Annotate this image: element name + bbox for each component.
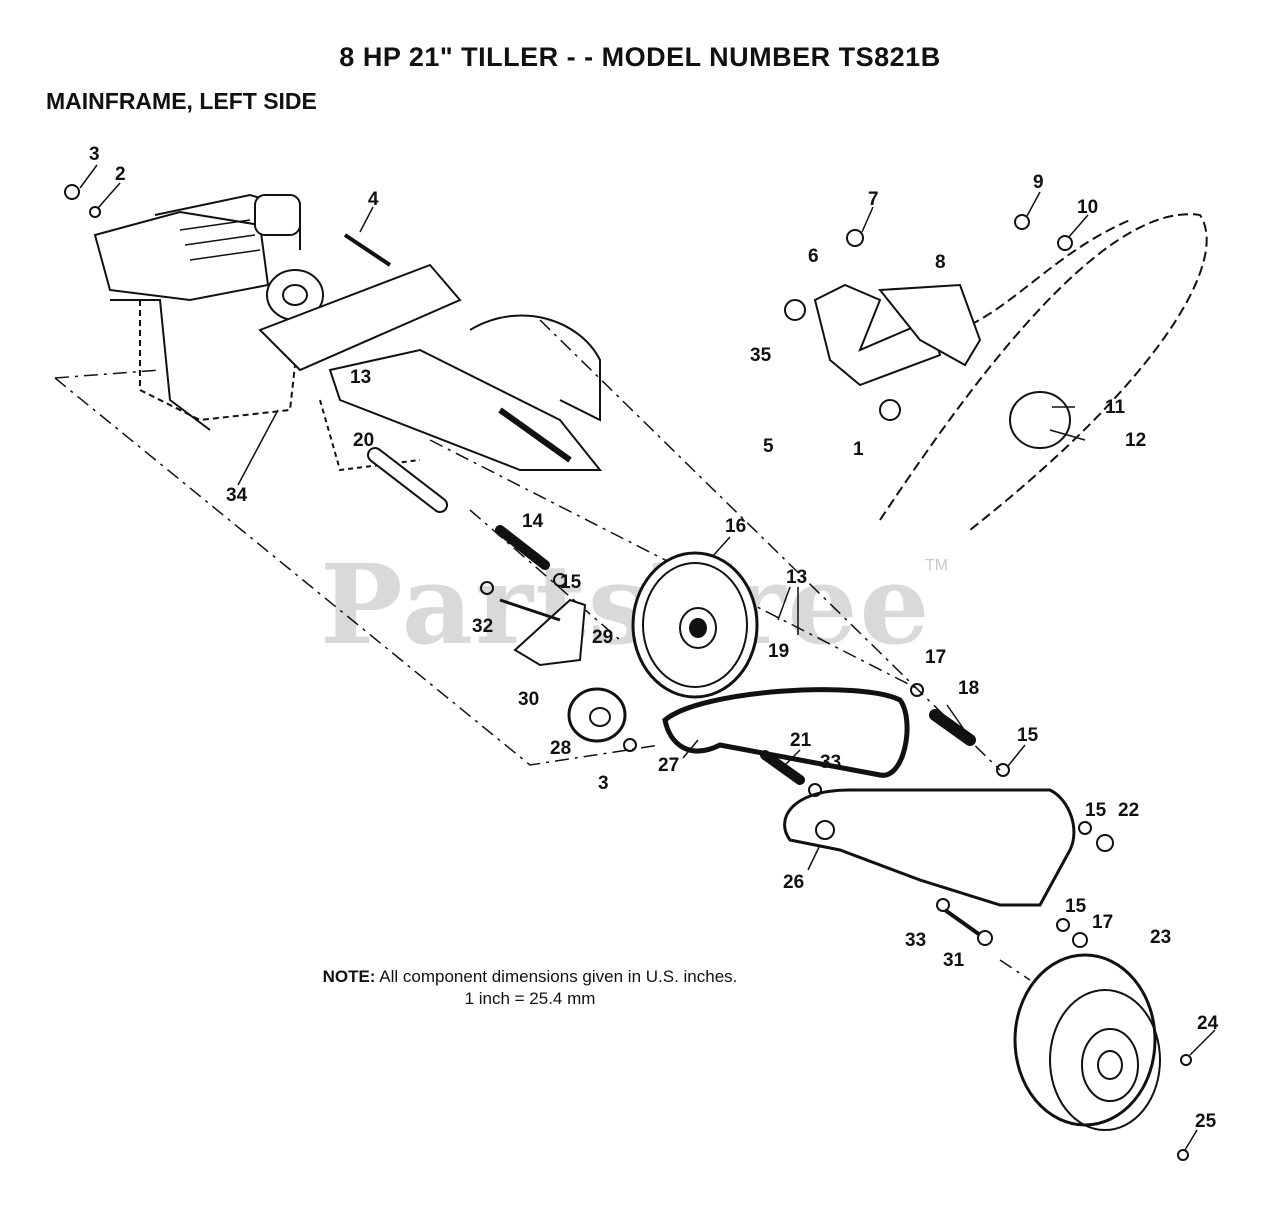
callout: 20 bbox=[353, 430, 374, 451]
callout: 21 bbox=[790, 730, 812, 751]
shafts bbox=[343, 233, 976, 785]
callout: 18 bbox=[958, 678, 979, 699]
callout: 4 bbox=[368, 189, 379, 210]
note-line1: All component dimensions given in U.S. i… bbox=[379, 967, 738, 986]
callout: 3 bbox=[89, 144, 100, 165]
callout: 34 bbox=[226, 485, 248, 506]
callout: 2 bbox=[115, 164, 126, 185]
callout: 17 bbox=[1092, 912, 1113, 933]
watermark-tm: TM bbox=[925, 557, 949, 574]
mainframe bbox=[258, 263, 603, 472]
callout: 27 bbox=[658, 755, 679, 776]
drive-belt bbox=[662, 687, 910, 778]
callout: 31 bbox=[943, 950, 965, 971]
callout: 7 bbox=[868, 189, 879, 210]
callout: 24 bbox=[1197, 1013, 1219, 1034]
callout: 26 bbox=[783, 872, 804, 893]
callout: 8 bbox=[935, 252, 946, 273]
callout: 10 bbox=[1077, 197, 1098, 218]
callout: 15 bbox=[1065, 896, 1087, 917]
note-line2: 1 inch = 25.4 mm bbox=[464, 989, 596, 1008]
callout: 11 bbox=[1105, 397, 1126, 418]
callout: 12 bbox=[1125, 430, 1146, 451]
callout: 33 bbox=[820, 752, 841, 773]
section-subtitle: MAINFRAME, LEFT SIDE bbox=[46, 88, 317, 114]
dimensions-note: NOTE: All component dimensions given in … bbox=[250, 966, 810, 1010]
engine-assembly bbox=[93, 193, 324, 431]
callout: 15 bbox=[1017, 725, 1039, 746]
callout: 13 bbox=[786, 567, 807, 588]
wheel bbox=[1013, 953, 1161, 1131]
callout: 6 bbox=[808, 246, 819, 267]
hardware bbox=[64, 184, 1192, 1161]
note-label: NOTE: bbox=[322, 967, 376, 986]
callout: 3 bbox=[598, 773, 609, 794]
callout: 30 bbox=[518, 689, 539, 710]
page-title: 8 HP 21" TILLER - - MODEL NUMBER TS821B bbox=[339, 42, 941, 72]
callout: 1 bbox=[853, 439, 864, 460]
callout: 19 bbox=[768, 641, 789, 662]
callout: 32 bbox=[472, 616, 493, 637]
idler-pulley bbox=[567, 687, 627, 743]
callout: 5 bbox=[763, 436, 774, 457]
large-pulley bbox=[631, 551, 759, 699]
belt-cover bbox=[783, 788, 1076, 907]
callout: 22 bbox=[1118, 800, 1139, 821]
callout: 15 bbox=[560, 572, 582, 593]
callout: 13 bbox=[350, 367, 371, 388]
callout: 25 bbox=[1195, 1111, 1217, 1132]
callout: 28 bbox=[550, 738, 571, 759]
callout: 29 bbox=[592, 627, 613, 648]
callout-labels: 3 2 4 7 9 10 6 8 35 13 11 12 5 1 20 34 1… bbox=[89, 144, 1219, 1132]
callout: 33 bbox=[905, 930, 926, 951]
callout: 17 bbox=[925, 647, 946, 668]
callout: 15 bbox=[1085, 800, 1107, 821]
callout: 14 bbox=[522, 511, 544, 532]
watermark-logo: PartsTree bbox=[320, 540, 932, 669]
callout: 16 bbox=[725, 516, 746, 537]
callout: 23 bbox=[1150, 927, 1171, 948]
callout: 35 bbox=[750, 345, 772, 366]
idler-bracket bbox=[513, 598, 587, 667]
callout: 9 bbox=[1033, 172, 1044, 193]
